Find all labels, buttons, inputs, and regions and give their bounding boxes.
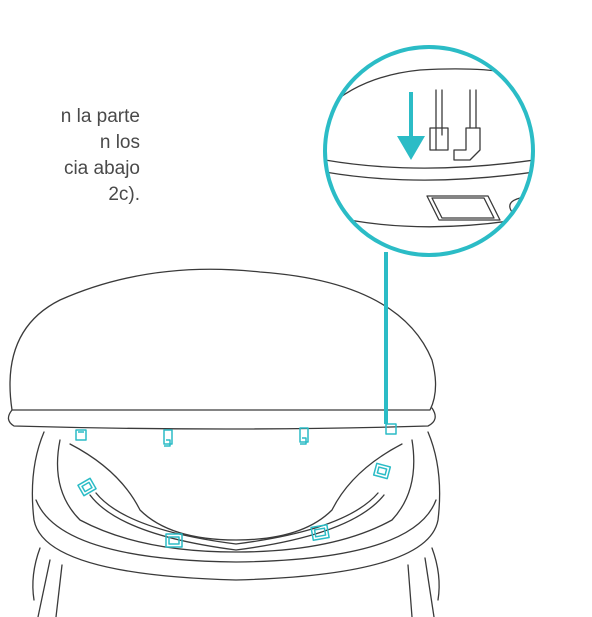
lid [9,268,437,411]
zoom-clip-detail [429,89,481,161]
inner-bowl-ledge [69,443,403,541]
guide-rail [89,494,385,551]
fountain-body [31,431,441,581]
slot-icon [77,477,97,497]
clip-icon [75,429,87,441]
instruction-line-4: 2c). [108,184,140,205]
body-rim-line [35,499,437,563]
lid-edge [7,407,436,430]
clip-icon [299,427,309,445]
instruction-line-2: n los [99,132,140,153]
slot-icon [310,523,330,542]
clip-icon [163,429,173,447]
slot-icon [165,533,183,548]
base-legs [32,547,440,617]
instruction-line-1: n la parte [60,106,140,127]
clip-icon [385,423,397,435]
down-arrow-icon [397,92,425,160]
slot-icon [372,462,392,480]
inner-bowl [56,439,415,553]
instruction-line-3: cia abajo [63,158,140,179]
instruction-text: n la parte n los cia abajo 2c). [0,104,140,208]
zoom-callout-circle [323,45,535,257]
